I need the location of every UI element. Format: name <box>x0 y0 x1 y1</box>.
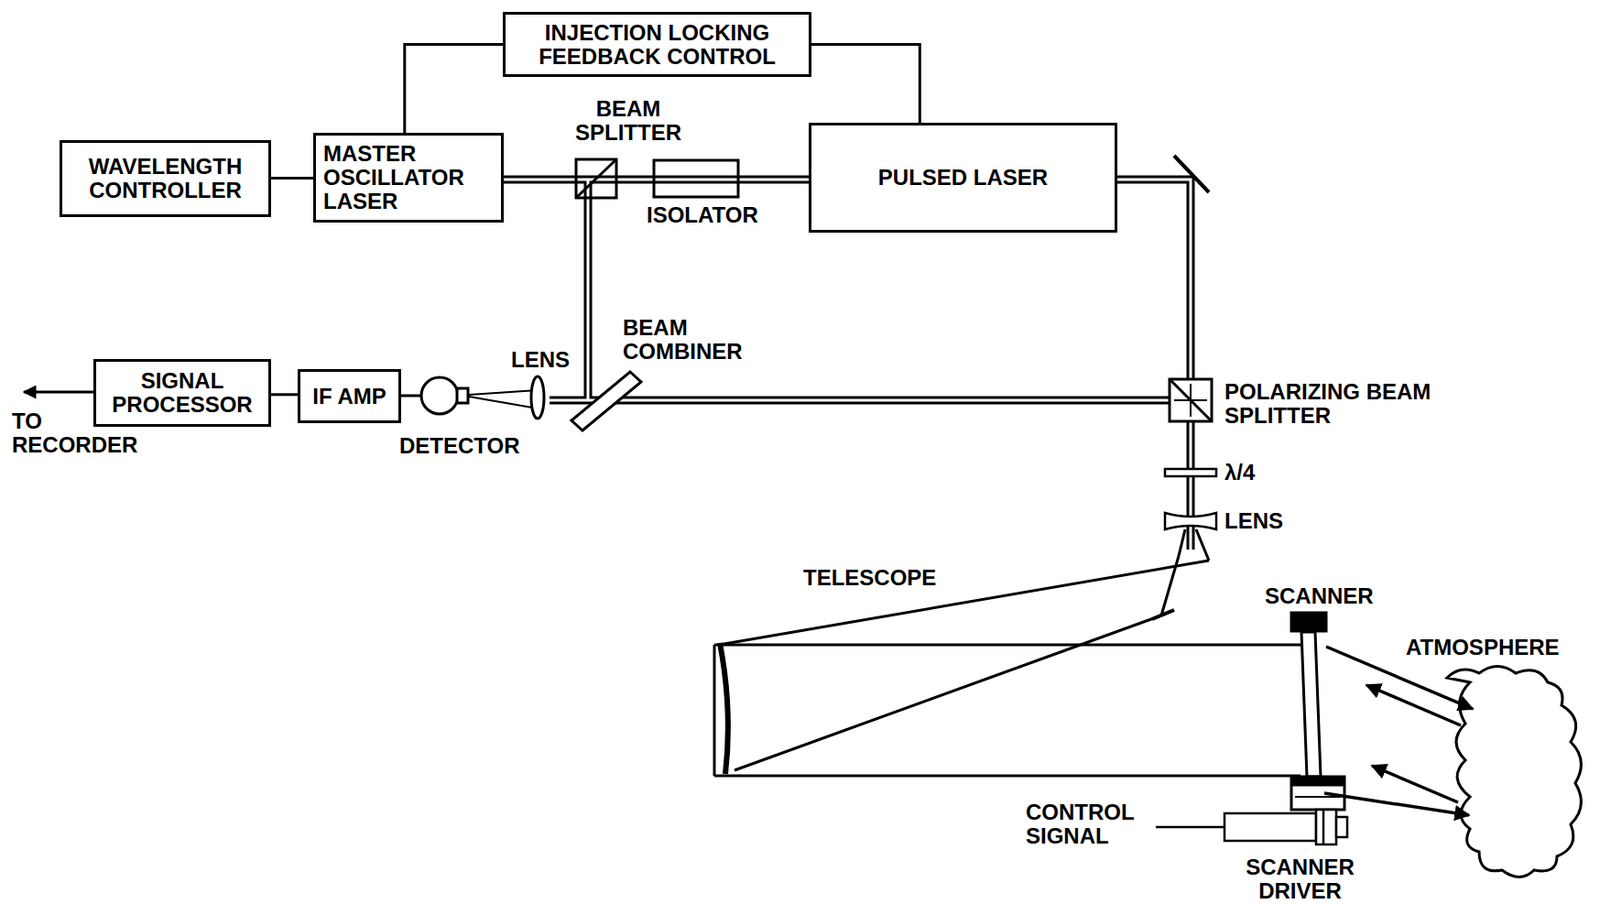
box-label: IF AMP <box>312 384 386 409</box>
converging-rays <box>468 390 538 409</box>
detector-wire <box>401 394 422 398</box>
atmosphere-cloud <box>1447 666 1581 878</box>
turning-mirror <box>1174 155 1209 193</box>
part-label: ISOLATOR <box>646 203 759 228</box>
scanner-driver-motor <box>1224 809 1348 845</box>
part-label: BEAM SPLITTER <box>540 97 717 145</box>
box-label: INJECTION LOCKING FEEDBACK CONTROL <box>512 21 802 69</box>
part-label: ATMOSPHERE <box>1405 635 1560 660</box>
box-label: WAVELENGTH CONTROLLER <box>69 154 262 203</box>
focusing-lens <box>531 376 545 419</box>
component-box: PULSED LASER <box>808 122 1118 233</box>
part-label: DETECTOR <box>399 434 521 458</box>
part-label: BEAM COMBINER <box>622 315 812 364</box>
beam-combiner <box>571 371 642 431</box>
control-signal-line <box>1155 826 1225 829</box>
box-label: PULSED LASER <box>878 165 1048 190</box>
laser-beam <box>500 179 1191 550</box>
detector-symbol <box>421 377 469 414</box>
recorder-arrow <box>23 391 94 394</box>
part-label: λ/4 <box>1224 460 1255 485</box>
quarter-wave-plate <box>1164 468 1217 477</box>
connector-line <box>271 392 298 396</box>
component-box: INJECTION LOCKING FEEDBACK CONTROL <box>502 11 812 77</box>
box-label: MASTER OSCILLATOR LASER <box>323 141 494 214</box>
part-label: POLARIZING BEAM SPLITTER <box>1224 380 1542 428</box>
connector-line <box>271 176 314 180</box>
part-label: SCANNER <box>1264 584 1374 609</box>
component-box: WAVELENGTH CONTROLLER <box>59 140 272 218</box>
box-label: SIGNAL PROCESSOR <box>103 369 262 417</box>
polarizing-beam-splitter <box>1169 379 1212 422</box>
component-box: SIGNAL PROCESSOR <box>93 359 272 427</box>
component-box: IF AMP <box>297 369 402 424</box>
part-label: TELESCOPE <box>803 565 937 590</box>
part-label: CONTROL SIGNAL <box>1025 800 1222 849</box>
beam-splitter-cube <box>576 159 617 198</box>
negative-lens <box>1164 512 1217 530</box>
scanner-mirror <box>1290 611 1345 810</box>
connector-line <box>404 44 503 134</box>
part-label: SCANNER DRIVER <box>1201 855 1399 904</box>
component-box: MASTER OSCILLATOR LASER <box>313 132 504 223</box>
part-label: LENS <box>511 348 570 372</box>
isolator-box <box>653 160 739 197</box>
part-label: LENS <box>1224 509 1284 534</box>
telescope-tube <box>714 609 1301 776</box>
atmosphere-beams <box>1324 646 1473 816</box>
part-label: TO RECORDER <box>11 409 173 458</box>
telescope-rays <box>718 529 1209 771</box>
connector-line <box>811 44 920 124</box>
